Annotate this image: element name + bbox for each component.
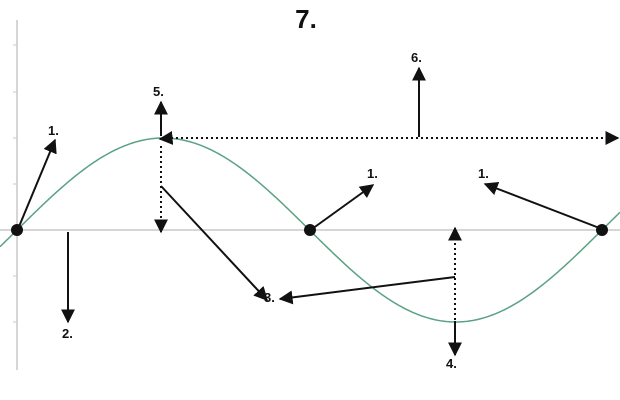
label-1-left: 1.: [48, 123, 59, 138]
arrow-3-upper: [160, 185, 268, 302]
label-2: 2.: [62, 326, 73, 341]
wave-point-mid: [304, 224, 316, 236]
label-5: 5.: [153, 84, 164, 99]
wave-point-right: [596, 224, 608, 236]
label-4: 4.: [446, 356, 457, 371]
arrow-1-left: [17, 138, 57, 230]
arrow-1-mid: [311, 184, 375, 230]
arrow-3-lower: [278, 276, 456, 305]
label-1-mid: 1.: [367, 166, 378, 181]
label-3: 3.: [264, 290, 275, 305]
arrow-1-right: [483, 181, 603, 230]
diagram-title: 7.: [295, 4, 317, 34]
wave-point-left: [11, 224, 23, 236]
y-axis-ticks: [13, 44, 17, 323]
label-1-right: 1.: [478, 166, 489, 181]
wavelength-start-arrow: [158, 130, 174, 145]
label-6: 6.: [411, 50, 422, 65]
